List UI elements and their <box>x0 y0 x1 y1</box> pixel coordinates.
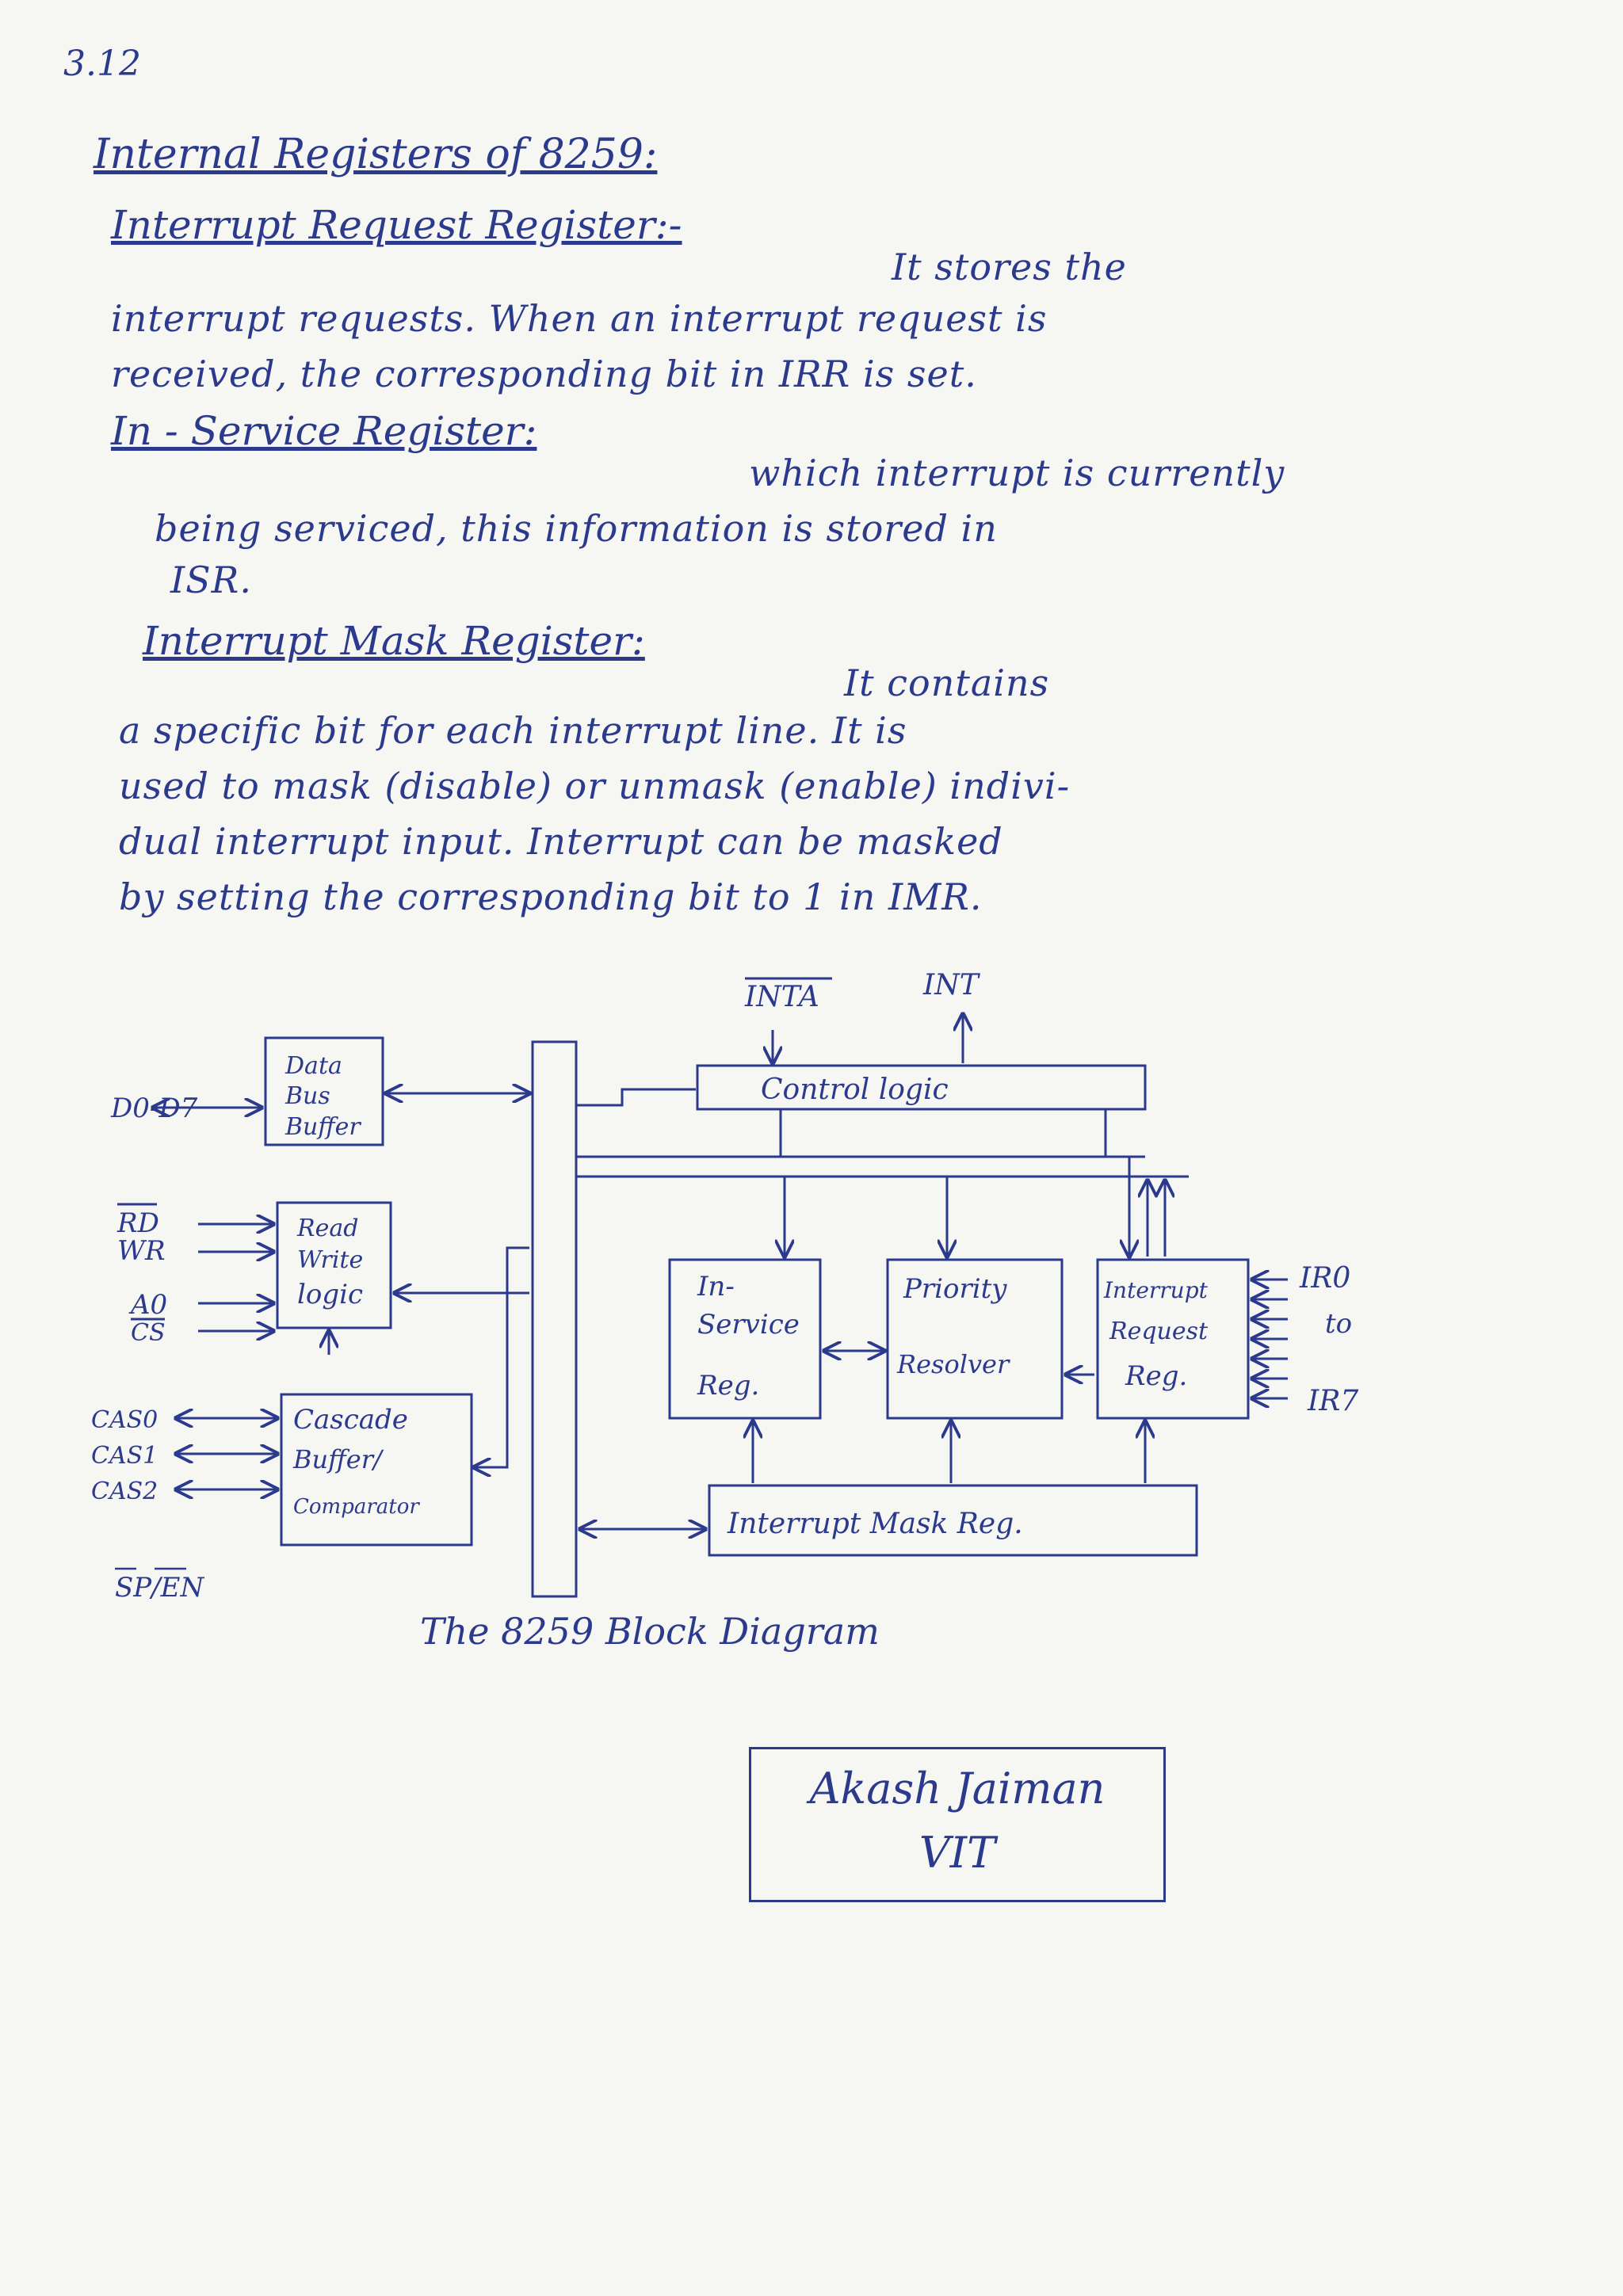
inta-label: INTA <box>744 981 819 1013</box>
ir0-label: IR0 <box>1299 1262 1350 1295</box>
data-bus-buffer-label: Bus <box>285 1082 330 1110</box>
isr-line: which interrupt is currently <box>749 452 1285 494</box>
page-heading: Internal Registers of 8259: <box>94 131 658 178</box>
in-service-reg-box <box>668 1258 822 1420</box>
irr-title: Interrupt Request Register:- <box>111 202 682 248</box>
d0-d7-label: D0-D7 <box>110 1093 198 1124</box>
signature-institute: VIT <box>918 1828 996 1878</box>
imr-line: dual interrupt input. Interrupt can be m… <box>119 820 1003 863</box>
page-number: 3.12 <box>63 44 141 84</box>
imr-line: It contains <box>844 662 1050 704</box>
interrupt-mask-reg-box <box>708 1484 1198 1557</box>
control-logic-box <box>696 1064 1147 1111</box>
in-service-label: Service <box>697 1309 800 1341</box>
internal-bus <box>531 1040 578 1598</box>
read-write-logic-label: logic <box>297 1279 363 1310</box>
read-write-logic-box <box>276 1201 392 1329</box>
diagram-caption: The 8259 Block Diagram <box>420 1610 880 1653</box>
isr-title: In - Service Register: <box>111 408 537 454</box>
signature-name: Akash Jaiman <box>809 1764 1106 1814</box>
interrupt-mask-label: Interrupt Mask Reg. <box>727 1508 1023 1540</box>
imr-line: a specific bit for each interrupt line. … <box>119 709 907 752</box>
data-bus-buffer-label: Data <box>285 1052 342 1080</box>
irr-line: It stores the <box>892 246 1127 288</box>
priority-resolver-label: Resolver <box>896 1349 1010 1379</box>
data-bus-buffer-box <box>264 1036 384 1146</box>
cas1-label: CAS1 <box>91 1442 158 1470</box>
cascade-buffer-box <box>280 1393 473 1547</box>
imr-title: Interrupt Mask Register: <box>143 618 645 664</box>
cas2-label: CAS2 <box>91 1478 158 1505</box>
a0-label: A0 <box>128 1289 167 1321</box>
data-bus-buffer-label: Buffer <box>285 1113 361 1141</box>
sp-en-label: SP/EN <box>115 1572 204 1604</box>
irr-line: interrupt requests. When an interrupt re… <box>111 297 1048 340</box>
rd-label: RD <box>116 1207 159 1239</box>
control-logic-label: Control logic <box>761 1074 949 1106</box>
ir7-label: IR7 <box>1307 1385 1358 1417</box>
isr-line: being serviced, this information is stor… <box>155 507 998 550</box>
signature-box: Akash Jaiman VIT <box>749 1747 1166 1902</box>
block-diagram: INTA INT D0-D7 RD WR A0 CS CAS0 CAS1 CAS… <box>91 969 1358 1653</box>
in-service-label: Reg. <box>697 1370 759 1402</box>
cascade-buffer-label: Cascade <box>293 1404 408 1436</box>
to-label: to <box>1325 1308 1352 1340</box>
read-write-logic-label: Write <box>297 1246 363 1274</box>
int-label: INT <box>922 969 981 1001</box>
cascade-buffer-label: Buffer/ <box>292 1444 384 1474</box>
interrupt-request-label: Reg. <box>1125 1360 1187 1392</box>
read-write-logic-label: Read <box>296 1215 358 1242</box>
interrupt-request-label: Request <box>1109 1318 1209 1345</box>
wr-label: WR <box>117 1235 166 1267</box>
cascade-buffer-label: Comparator <box>293 1495 420 1519</box>
interrupt-request-label: Interrupt <box>1103 1277 1209 1303</box>
imr-line: used to mask (disable) or unmask (enable… <box>119 765 1071 807</box>
imr-line: by setting the corresponding bit to 1 in… <box>119 875 983 918</box>
isr-line: ISR. <box>170 559 252 601</box>
in-service-label: In- <box>697 1271 735 1302</box>
cs-label: CS <box>131 1319 166 1347</box>
priority-resolver-box <box>886 1258 1064 1420</box>
priority-resolver-label: Priority <box>903 1273 1007 1305</box>
irr-line: received, the corresponding bit in IRR i… <box>111 353 977 395</box>
cas0-label: CAS0 <box>91 1406 158 1434</box>
interrupt-request-reg-box <box>1096 1258 1250 1420</box>
